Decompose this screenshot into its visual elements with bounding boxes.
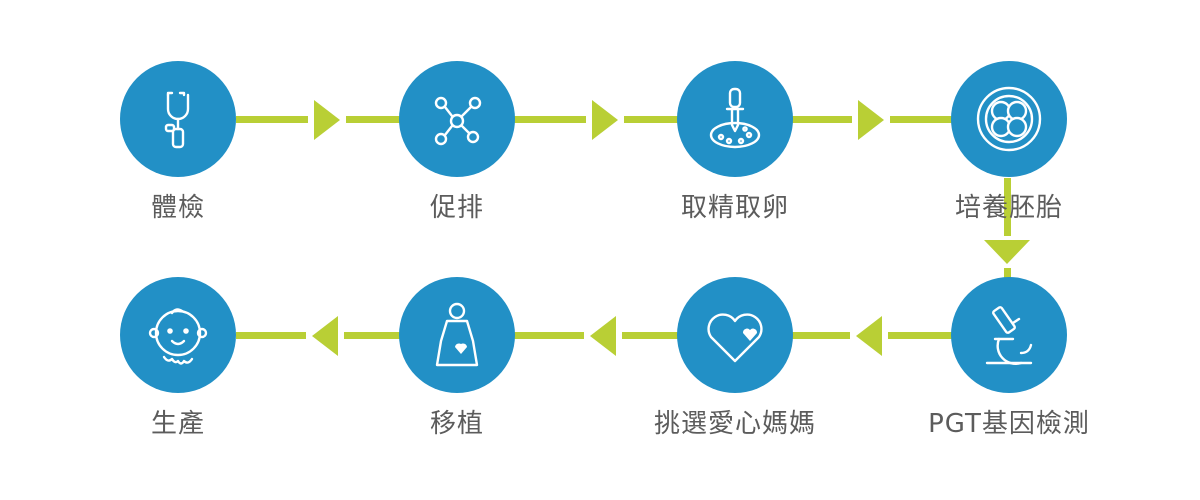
connector-2-3 (514, 100, 678, 140)
step-label: 取精取卵 (680, 193, 789, 223)
step-transfer: 移植 (367, 277, 547, 441)
step-circle (677, 277, 793, 393)
connector-5-6 (792, 316, 952, 356)
microscope-icon (985, 306, 1033, 365)
connector-7-8 (236, 316, 400, 356)
step-label: 移植 (429, 409, 484, 439)
baby-face-icon (148, 308, 208, 365)
connector-3-4 (792, 100, 952, 140)
step-circle (951, 61, 1067, 177)
connector-4-5 (984, 178, 1030, 280)
pipette-dish-icon (709, 87, 761, 149)
step-birth: 生產 (88, 277, 268, 441)
step-label: PGT基因檢測 (928, 409, 1090, 439)
connector-1-2 (236, 100, 400, 140)
step-embryo-culture: 培養胚胎 (919, 61, 1099, 225)
step-circle (951, 277, 1067, 393)
step-choose-surrogate: 挑選愛心媽媽 (645, 277, 825, 441)
step-pgt-genetic-testing: PGT基因檢測 (919, 277, 1099, 441)
step-label: 挑選愛心媽媽 (653, 409, 816, 439)
step-label: 體檢 (150, 193, 205, 223)
step-label: 培養胚胎 (954, 193, 1063, 223)
step-circle (120, 277, 236, 393)
step-label: 促排 (429, 193, 484, 223)
pregnant-woman-icon (435, 302, 479, 367)
embryo-cells-icon (976, 86, 1042, 152)
step-circle (120, 61, 236, 177)
step-circle (677, 61, 793, 177)
connector-6-7 (514, 316, 678, 356)
step-circle (399, 61, 515, 177)
step-label: 生產 (150, 409, 205, 439)
step-ovulation-induction: 促排 (367, 61, 547, 225)
heart-icon (707, 313, 763, 363)
stethoscope-icon (164, 91, 190, 149)
step-sperm-egg-retrieval: 取精取卵 (645, 61, 825, 225)
step-physical-exam: 體檢 (88, 61, 268, 225)
molecule-icon (434, 96, 482, 146)
step-circle (399, 277, 515, 393)
